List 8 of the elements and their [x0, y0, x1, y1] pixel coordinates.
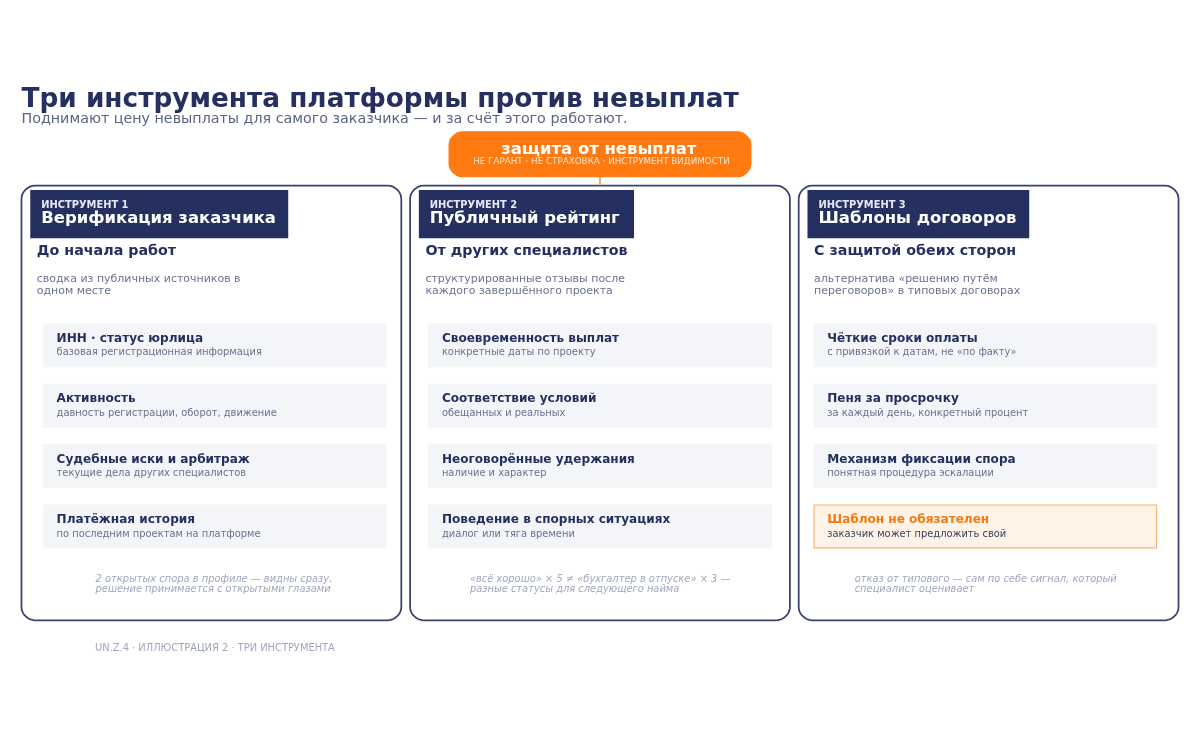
node-box: Шаблон не обязателен заказчик может предложить свой: [813, 504, 1158, 548]
node-box: защита от невыплат НЕ ГАРАНТ · НЕ СТРАХОВКА · ИНСТРУМЕНТ ВИДИМОСТИ: [448, 130, 752, 177]
label: UN.Z.4 · ИЛЛЮСТРАЦИЯ 2 · ТРИ ИНСТРУМЕНТА: [95, 641, 335, 653]
label: «всё хорошо» × 5 ≠ «бухгалтер в отпуске» × 3 — разные статусы для следующего найма: [469, 572, 731, 594]
label: отказ от типового — сам по себе сигнал, который специалист оценивает: [854, 572, 1117, 594]
label: 2 открытых спора в профиле — видны сразу, решение принимается с открытыми глазами: [95, 572, 333, 594]
diagram-title: Три инструмента платформы против невыплат: [21, 82, 739, 113]
connector: [599, 175, 601, 186]
